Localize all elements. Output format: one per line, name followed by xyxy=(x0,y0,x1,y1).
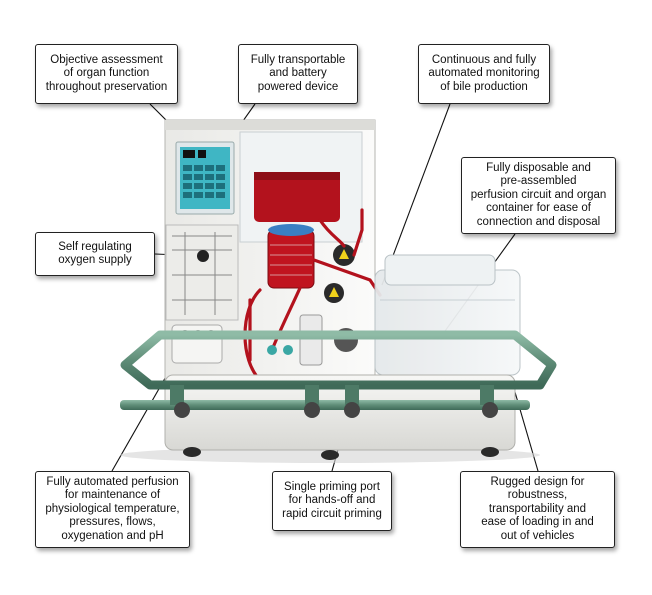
callout-disposable-circuit: Fully disposable and pre-assembled perfu… xyxy=(461,157,616,234)
syringe-drivers xyxy=(165,224,239,321)
callout-rugged-design: Rugged design for robustness, transporta… xyxy=(460,471,615,548)
latches xyxy=(174,402,498,418)
callout-automated-perfusion: Fully automated perfusion for maintenanc… xyxy=(35,471,190,548)
callout-oxygen-supply: Self regulating oxygen supply xyxy=(35,232,155,276)
organ-container-lid xyxy=(384,254,496,286)
callout-bile-monitoring: Continuous and fully automated monitorin… xyxy=(418,44,550,104)
callout-priming-port: Single priming port for hands-off and ra… xyxy=(272,471,392,531)
wheels xyxy=(183,447,499,460)
frame-brackets xyxy=(170,385,494,405)
callout-transportable: Fully transportable and battery powered … xyxy=(238,44,358,104)
back-panel-top-strip xyxy=(165,120,375,130)
organ-container xyxy=(374,269,521,376)
carrying-frame xyxy=(120,330,557,390)
oxygenator xyxy=(267,229,315,289)
flow-meter xyxy=(299,314,323,366)
blood-bag xyxy=(254,172,340,222)
control-screen-buttons xyxy=(183,165,225,198)
base-cabinet xyxy=(164,374,516,451)
callout-organ-function: Objective assessment of organ function t… xyxy=(35,44,178,104)
warning-label xyxy=(339,249,349,259)
oxygen-valve xyxy=(197,250,209,262)
